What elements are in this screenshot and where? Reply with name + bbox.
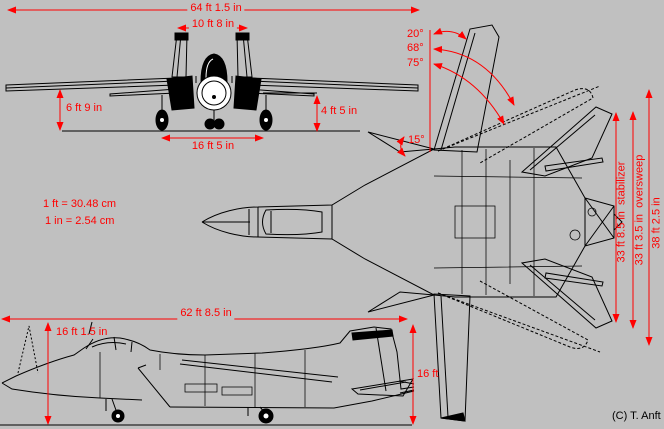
note-conversion-in: 1 in = 2.54 cm [45,215,115,227]
dim-label-sweep-75: 75° [407,57,424,69]
dim-label-tail-height: 16 ft [417,368,439,380]
dim-label-wing-span: 38 ft 2.5 in [650,197,663,249]
dim-label-wheel-track: 16 ft 5 in [191,140,235,152]
note-conversion-ft: 1 ft = 30.48 cm [43,198,117,210]
dim-label-wingspan: 64 ft 1.5 in [187,2,245,15]
dim-label-length: 62 ft 8.5 in [177,307,235,320]
dim-label-fin-span: 10 ft 8 in [188,18,238,31]
credit-text: (C) T. Anft [612,410,661,422]
dim-label-height: 16 ft 1.5 in [56,326,108,338]
dim-label-oversweep-span: 33 ft 3.5 in oversweep [633,154,646,266]
front-view-drawing [5,32,419,132]
dim-label-sweep-68: 68° [407,42,424,54]
side-view-drawing [0,321,415,426]
dim-label-sweep-20: 20° [407,28,424,40]
dim-label-glove-angle: 15° [408,134,425,146]
dim-label-right-height: 4 ft 5 in [321,105,358,117]
dim-label-left-height: 6 ft 9 in [66,102,103,114]
dim-label-stabilizer-span: 33 ft 8.5 in stabilizer [615,161,628,263]
